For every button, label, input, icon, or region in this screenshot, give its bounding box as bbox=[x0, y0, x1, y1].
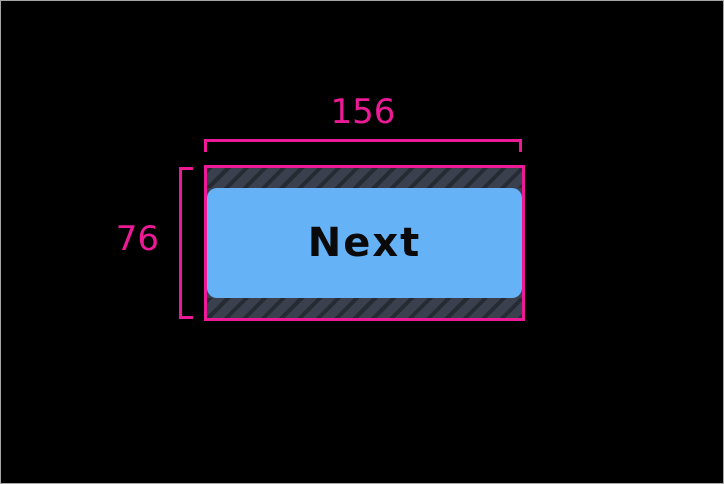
height-measurement-bracket bbox=[179, 167, 193, 319]
padding-hatch-top bbox=[207, 168, 522, 188]
measured-bounds-outline: Next bbox=[204, 165, 525, 321]
width-measurement-bracket bbox=[204, 139, 522, 152]
padding-hatch-bottom bbox=[207, 298, 522, 318]
height-dimension-label: 76 bbox=[115, 219, 159, 259]
next-button[interactable]: Next bbox=[207, 188, 522, 298]
width-dimension-label: 156 bbox=[330, 92, 396, 132]
